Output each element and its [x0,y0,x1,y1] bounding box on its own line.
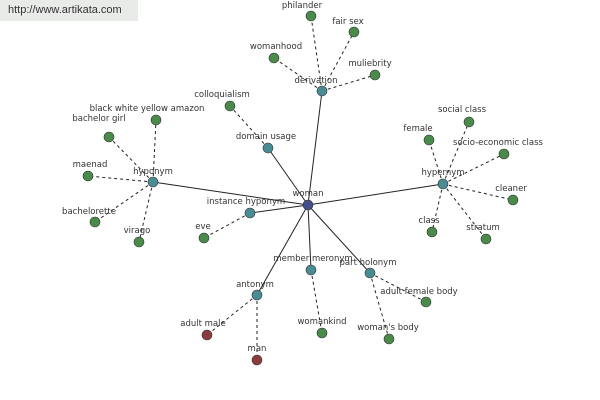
edges-layer [87,15,514,360]
node-black-white-yellow-amazon[interactable] [150,114,162,126]
edge-woman-derivation [307,90,323,206]
edge-woman-part-holonym [307,204,371,274]
label-adult-female-body[interactable]: adult female body [380,287,457,297]
edge-woman-hypernym [307,183,444,206]
node-virago[interactable] [133,236,145,248]
label-virago[interactable]: virago [124,226,151,236]
label-socio-economic-class[interactable]: socio-economic class [453,138,543,148]
label-bachelor-girl[interactable]: bachelor girl [72,114,125,124]
edge-woman-member-meronym [307,204,312,271]
node-maenad[interactable] [82,170,94,182]
nodes-layer [82,10,519,366]
node-adult-female-body[interactable] [420,296,432,308]
edge-woman-antonym [256,204,309,296]
node-womanhood[interactable] [268,52,280,64]
label-stratum[interactable]: stratum [466,223,499,233]
node-colloquialism[interactable] [224,100,236,112]
node-cleaner[interactable] [507,194,519,206]
edge-instance-hyponym-eve [203,212,251,239]
edge-hyponym-black-white-yellow-amazon [152,119,157,183]
label-colloquialism[interactable]: colloquialism [194,90,250,100]
edge-part-holonym-adult-female-body [369,272,427,303]
label-hypernym[interactable]: hypernym [421,168,464,178]
label-bachelorette[interactable]: bachelorette [62,207,116,217]
label-social-class[interactable]: social class [438,105,487,115]
url-link[interactable]: http://www.artikata.com [8,4,122,16]
label-adult-male[interactable]: adult male [180,319,225,329]
label-maenad[interactable]: maenad [73,160,108,170]
edge-hypernym-socio-economic-class [442,153,505,185]
node-social-class[interactable] [463,116,475,128]
node-hyponym[interactable] [147,176,159,188]
label-hyponym[interactable]: hyponym [133,167,173,177]
label-female[interactable]: female [403,124,432,134]
edge-woman-instance-hyponym [249,204,309,214]
node-womankind[interactable] [316,327,328,339]
node-muliebrity[interactable] [369,69,381,81]
label-eve[interactable]: eve [195,222,211,232]
label-philander[interactable]: philander [282,1,323,11]
node-adult-male[interactable] [201,329,213,341]
edge-hyponym-virago [138,181,154,243]
node-part-holonym[interactable] [364,267,376,279]
node-fair-sex[interactable] [348,26,360,38]
node-bachelor-girl[interactable] [103,131,115,143]
edge-hypernym-female [428,139,444,185]
node-philander[interactable] [305,10,317,22]
edge-woman-domain-usage [267,147,309,206]
label-cleaner[interactable]: cleaner [495,184,527,194]
node-hypernym[interactable] [437,178,449,190]
label-derivation[interactable]: derivation [294,76,337,86]
node-stratum[interactable] [480,233,492,245]
edge-derivation-philander [310,15,323,92]
node-bachelorette[interactable] [89,216,101,228]
edge-derivation-fair-sex [321,31,355,92]
node-womans-body[interactable] [383,333,395,345]
label-womans-body[interactable]: woman's body [357,323,419,333]
node-woman[interactable] [302,199,314,211]
edge-derivation-womanhood [273,57,323,92]
label-member-meronym[interactable]: member meronym [273,254,352,264]
url-banner: http://www.artikata.com [0,0,138,21]
edge-hypernym-class [431,183,444,233]
node-antonym[interactable] [251,289,263,301]
edge-hypernym-social-class [442,121,470,185]
labels-layer: woman derivation philander fair sex womanhoo… [62,1,543,354]
node-man[interactable] [251,354,263,366]
edge-hyponym-bachelor-girl [108,136,154,183]
edge-woman-hyponym [152,181,309,206]
label-fair-sex[interactable]: fair sex [332,17,363,27]
label-muliebrity[interactable]: muliebrity [348,59,391,69]
node-domain-usage[interactable] [262,142,274,154]
label-class[interactable]: class [418,216,440,226]
node-socio-economic-class[interactable] [498,148,510,160]
label-instance-hyponym[interactable]: instance hyponym [207,197,285,207]
label-woman[interactable]: woman [292,189,323,199]
node-eve[interactable] [198,232,210,244]
edge-antonym-adult-male [206,294,258,336]
label-domain-usage[interactable]: domain usage [236,132,296,142]
label-womankind[interactable]: womankind [297,317,346,327]
label-part-holonym[interactable]: part holonym [340,258,397,268]
edge-hyponym-maenad [87,175,154,183]
node-female[interactable] [423,134,435,146]
node-instance-hyponym[interactable] [244,207,256,219]
node-class[interactable] [426,226,438,238]
label-antonym[interactable]: antonym [236,280,274,290]
label-man[interactable]: man [248,344,267,354]
label-black-white-yellow-amazon[interactable]: black white yellow amazon [90,104,205,114]
label-womanhood[interactable]: womanhood [250,42,302,52]
node-derivation[interactable] [316,85,328,97]
edge-member-meronym-womankind [310,269,323,334]
node-member-meronym[interactable] [305,264,317,276]
